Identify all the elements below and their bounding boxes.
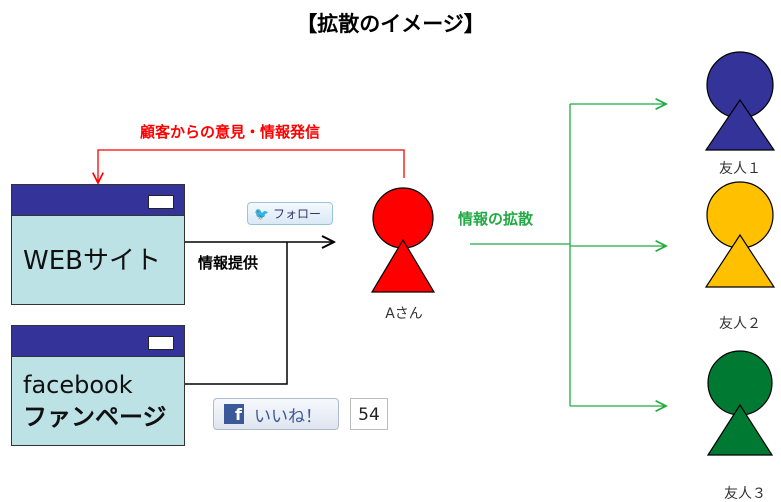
window-button-icon [148,195,174,209]
twitter-follow-button[interactable]: 🐦 フォロー [247,202,333,225]
friend-1-figure [704,51,776,151]
like-label: いいね！ [254,406,322,427]
facebook-label: facebook [23,371,133,399]
web-site-window: WEBサイト [11,184,185,305]
provide-label: 情報提供 [198,254,259,272]
friend-3-label: 友人３ [724,486,766,502]
spread-trunk [470,104,571,406]
feedback-label: 顧客からの意見・情報発信 [140,123,321,141]
twitter-bird-icon: 🐦 [254,206,269,221]
friend-1-label: 友人１ [719,161,761,177]
facebook-like-button[interactable]: f いいね！ [213,398,339,430]
web-site-label: WEBサイト [23,246,161,276]
facebook-window: facebook ファンページ [11,325,185,446]
like-count: 54 [350,398,388,430]
friend-3-figure [706,350,774,456]
window-title-bar [12,326,184,357]
twitter-follow-label: フォロー [272,207,321,221]
fb-connector [185,242,288,385]
feedback-arrow [98,149,405,183]
friend-2-figure [704,181,776,288]
diagram-title: 【拡散のイメージ】 [296,12,485,36]
window-button-icon [148,336,174,350]
fanpage-label: ファンページ [23,403,167,431]
friend-2-label: 友人２ [719,316,761,332]
window-title-bar [12,185,184,216]
person-a-figure [370,187,436,293]
person-a-label: Aさん [385,306,423,322]
facebook-icon: f [224,404,244,424]
spread-label: 情報の拡散 [458,210,534,228]
